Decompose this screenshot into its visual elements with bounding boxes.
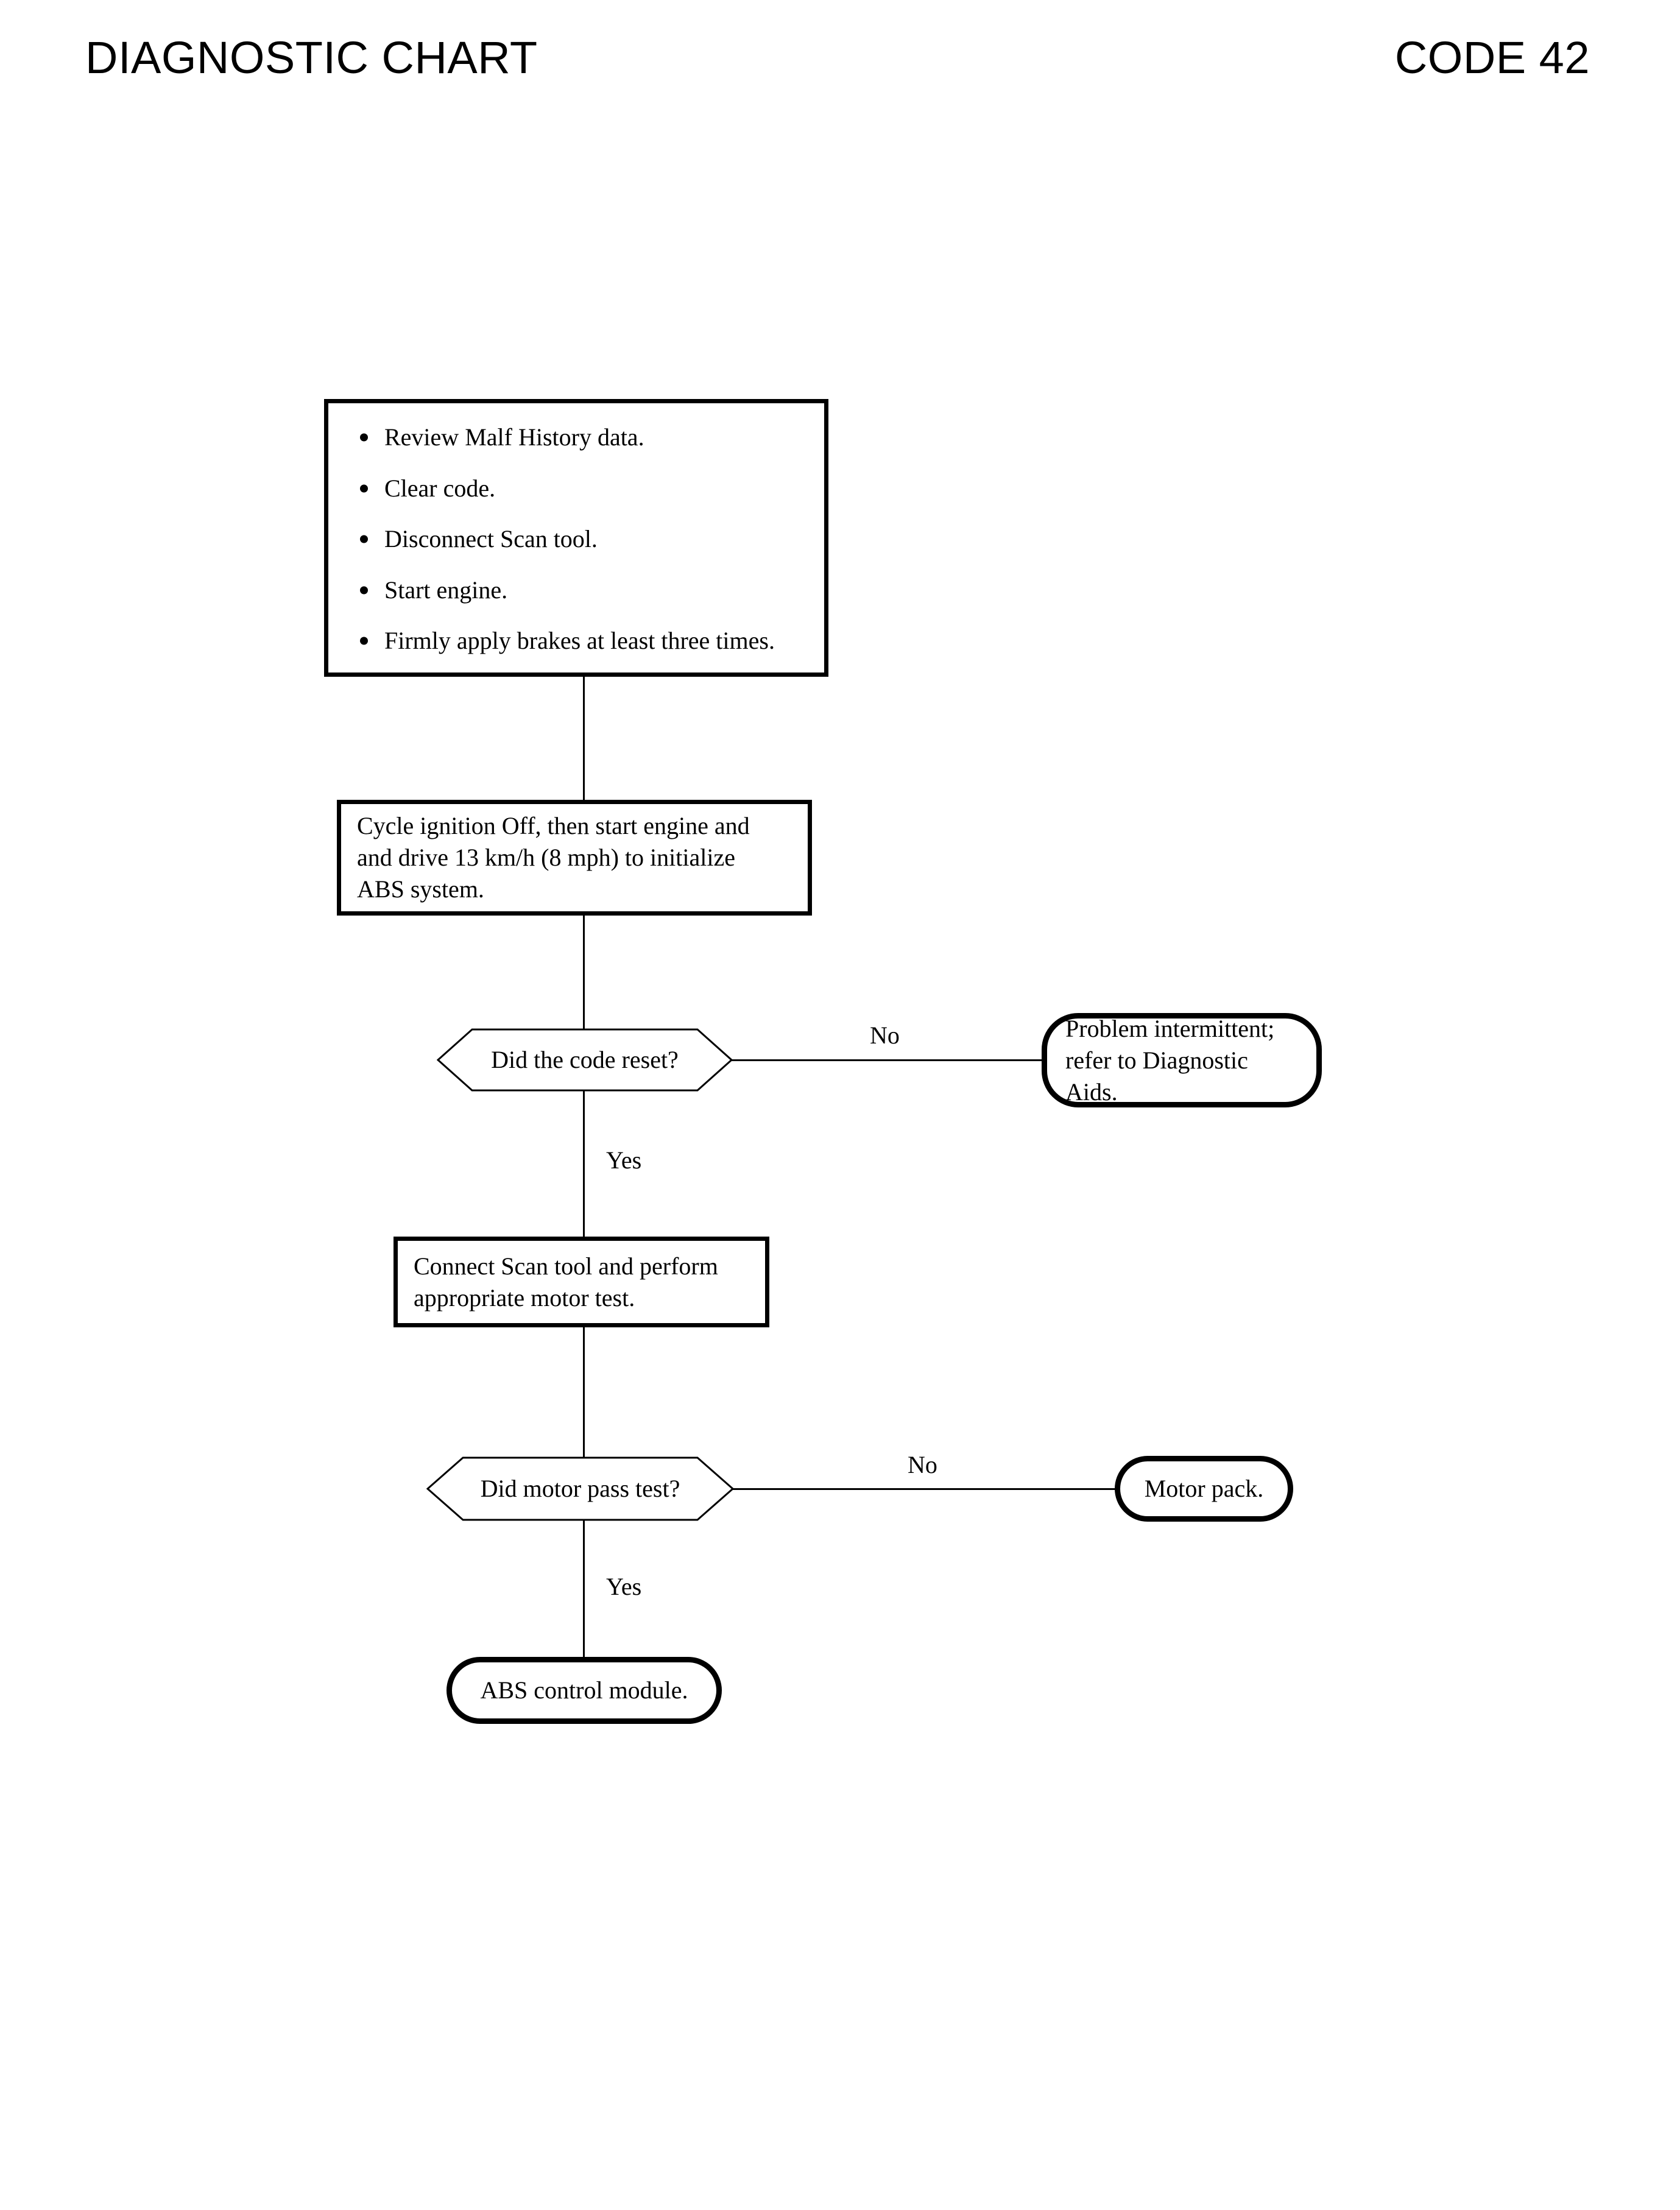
step-cycle-ignition-box: Cycle ignition Off, then start engine an… bbox=[337, 800, 812, 916]
connector-step2-to-decision1 bbox=[583, 914, 585, 1029]
terminal-problem-intermittent: Problem intermittent; refer to Diagnosti… bbox=[1042, 1013, 1322, 1107]
text-line: and drive 13 km/h (8 mph) to initialize bbox=[357, 844, 735, 871]
branch-label-no-2: No bbox=[908, 1451, 937, 1478]
connector-decision2-yes bbox=[583, 1520, 585, 1659]
terminal-abs-control-module: ABS control module. bbox=[446, 1657, 722, 1724]
decision-label: Did the code reset? bbox=[491, 1046, 679, 1073]
connector-decision2-no bbox=[733, 1488, 1117, 1490]
terminal-text: Problem intermittent; refer to Diagnosti… bbox=[1065, 1013, 1298, 1108]
text-line: refer to Diagnostic Aids. bbox=[1065, 1046, 1248, 1106]
page-title: DIAGNOSTIC CHART bbox=[85, 32, 538, 83]
step-cycle-ignition-text: Cycle ignition Off, then start engine an… bbox=[357, 810, 792, 905]
instruction-list: Review Malf History data. Clear code. Di… bbox=[349, 424, 803, 654]
step-review-and-clear-box: Review Malf History data. Clear code. Di… bbox=[324, 399, 828, 677]
text-line: appropriate motor test. bbox=[414, 1283, 635, 1312]
branch-label-yes-1: Yes bbox=[606, 1146, 642, 1174]
decision-label: Did motor pass test? bbox=[480, 1475, 680, 1502]
connector-step1-to-step2 bbox=[583, 676, 585, 801]
list-item: Disconnect Scan tool. bbox=[349, 526, 803, 552]
branch-label-no-1: No bbox=[870, 1022, 900, 1049]
text-line: ABS system. bbox=[357, 875, 484, 903]
code-label: CODE 42 bbox=[1394, 32, 1590, 83]
text-line: Problem intermittent; bbox=[1065, 1014, 1275, 1042]
list-item: Clear code. bbox=[349, 475, 803, 502]
connector-decision1-yes bbox=[583, 1090, 585, 1238]
list-item: Start engine. bbox=[349, 576, 803, 604]
decision-did-code-reset: Did the code reset? bbox=[437, 1028, 733, 1092]
text-line: Connect Scan tool and perform bbox=[414, 1252, 718, 1280]
step-connect-scan-tool-text: Connect Scan tool and perform appropriat… bbox=[414, 1251, 749, 1314]
terminal-text: ABS control module. bbox=[480, 1676, 688, 1704]
terminal-motor-pack: Motor pack. bbox=[1115, 1456, 1293, 1522]
hexagon-shape bbox=[437, 1028, 733, 1092]
connector-step3-to-decision2 bbox=[583, 1326, 585, 1458]
step-connect-scan-tool-box: Connect Scan tool and perform appropriat… bbox=[394, 1237, 769, 1327]
connector-decision1-no bbox=[731, 1059, 1043, 1061]
text-line: Cycle ignition Off, then start engine an… bbox=[357, 812, 750, 839]
decision-did-motor-pass-test: Did motor pass test? bbox=[426, 1456, 734, 1522]
hexagon-shape bbox=[426, 1456, 734, 1522]
branch-label-yes-2: Yes bbox=[606, 1573, 642, 1600]
list-item: Firmly apply brakes at least three times… bbox=[349, 627, 803, 654]
list-item: Review Malf History data. bbox=[349, 424, 803, 451]
terminal-text: Motor pack. bbox=[1144, 1475, 1264, 1502]
